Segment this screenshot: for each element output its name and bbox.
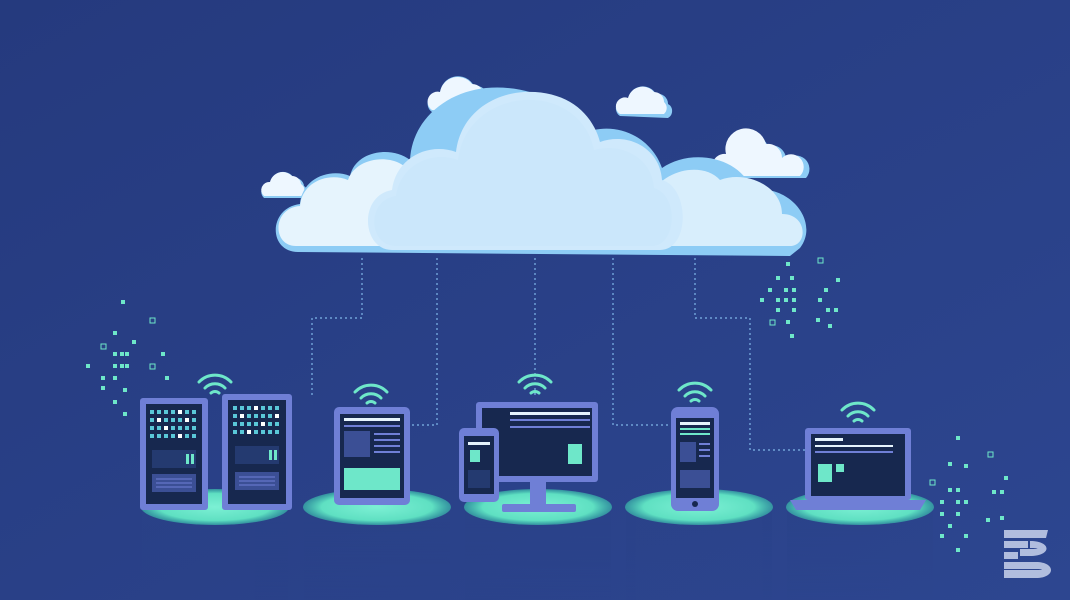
server-right — [222, 394, 292, 510]
small-cloud-right — [712, 128, 810, 178]
pixel-scatter-right-top — [760, 257, 840, 338]
wifi-icon — [677, 381, 713, 403]
wifi-icon — [840, 401, 876, 423]
desktop-monitor-icon — [476, 402, 598, 512]
small-cloud-left — [261, 171, 308, 198]
wifi-icon — [517, 373, 553, 395]
tablet-icon — [334, 407, 410, 505]
pixel-scatter-right-bottom — [929, 436, 1008, 552]
eb-logo — [1004, 530, 1051, 578]
wifi-icons — [197, 373, 876, 423]
wifi-icon — [353, 383, 389, 405]
laptop-icon — [790, 428, 926, 510]
pixel-scatter-left — [86, 300, 169, 416]
server-left — [140, 398, 208, 510]
small-cloud-top-right — [615, 86, 673, 118]
cloud-icon — [275, 87, 807, 257]
smartphone-icon-small — [459, 428, 499, 502]
wifi-icon — [197, 373, 233, 395]
smartphone-icon — [671, 407, 719, 511]
server-rack-icon — [140, 394, 292, 510]
